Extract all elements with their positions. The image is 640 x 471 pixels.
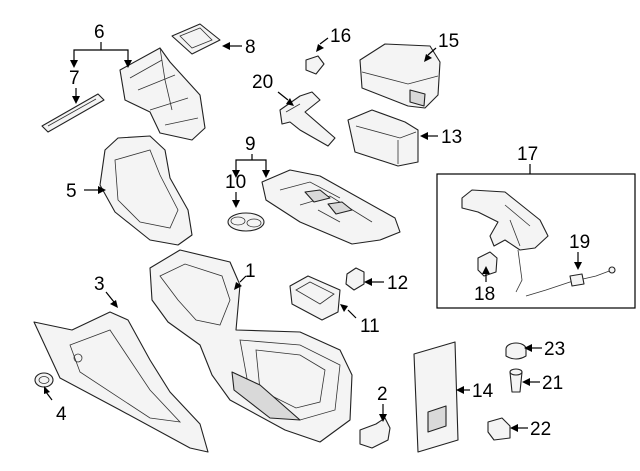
part-14-side-trim [413,341,459,453]
callout-22: 22 [530,419,551,440]
callout-15: 15 [438,31,459,52]
callout-13: 13 [441,127,462,148]
part-21-socket [509,368,523,393]
callout-21: 21 [542,373,563,394]
part-20-bracket [279,91,336,147]
part-19-cable [525,266,616,297]
part-22-switch [487,417,511,441]
part-7-trim-strip [41,93,105,133]
leader-1 [239,275,247,283]
callout-18: 18 [474,284,495,305]
part-1-console-body [149,249,353,443]
part-3-side-panel [33,311,209,453]
leader-4 [45,391,53,401]
callout-5: 5 [66,181,77,202]
part-18-sensor [477,251,498,277]
callout-4: 4 [56,404,67,425]
part-2-bracket [359,417,391,449]
part-13-bin [347,109,419,167]
callout-23: 23 [544,339,565,360]
leader-20 [277,91,289,101]
part-11-tray [289,275,341,321]
leader-9 [235,159,267,172]
part-9-top-panel [261,169,401,245]
callout-17: 17 [517,144,538,165]
callout-8: 8 [245,37,256,58]
part-10-ring [227,212,265,232]
leader-16 [319,37,329,45]
part-8-cover [171,23,221,55]
callout-11: 11 [360,316,380,337]
part-12-clip [345,267,365,291]
part-23-plug [505,342,527,360]
callout-2: 2 [377,384,388,405]
leader-6 [73,49,129,62]
callout-12: 12 [387,273,408,294]
callout-19: 19 [569,232,590,253]
part-5-bezel [99,135,193,246]
part-15-armrest [359,43,441,109]
callout-3: 3 [94,274,105,295]
inset-frame [436,173,636,309]
part-16-clip [305,55,325,75]
leader-3 [105,291,115,303]
callout-14: 14 [472,381,494,402]
callout-16: 16 [330,26,351,47]
part-6-console-bracket [119,47,206,141]
callout-20: 20 [252,72,273,93]
callout-6: 6 [94,22,105,43]
leader-15 [427,47,437,56]
callout-10: 10 [225,172,246,193]
part-4-cap [34,372,54,388]
callout-7: 7 [69,68,80,89]
leader-11 [347,309,357,319]
part-17-brake-lever [461,189,549,293]
callout-9: 9 [245,134,256,155]
callout-1: 1 [245,261,256,282]
